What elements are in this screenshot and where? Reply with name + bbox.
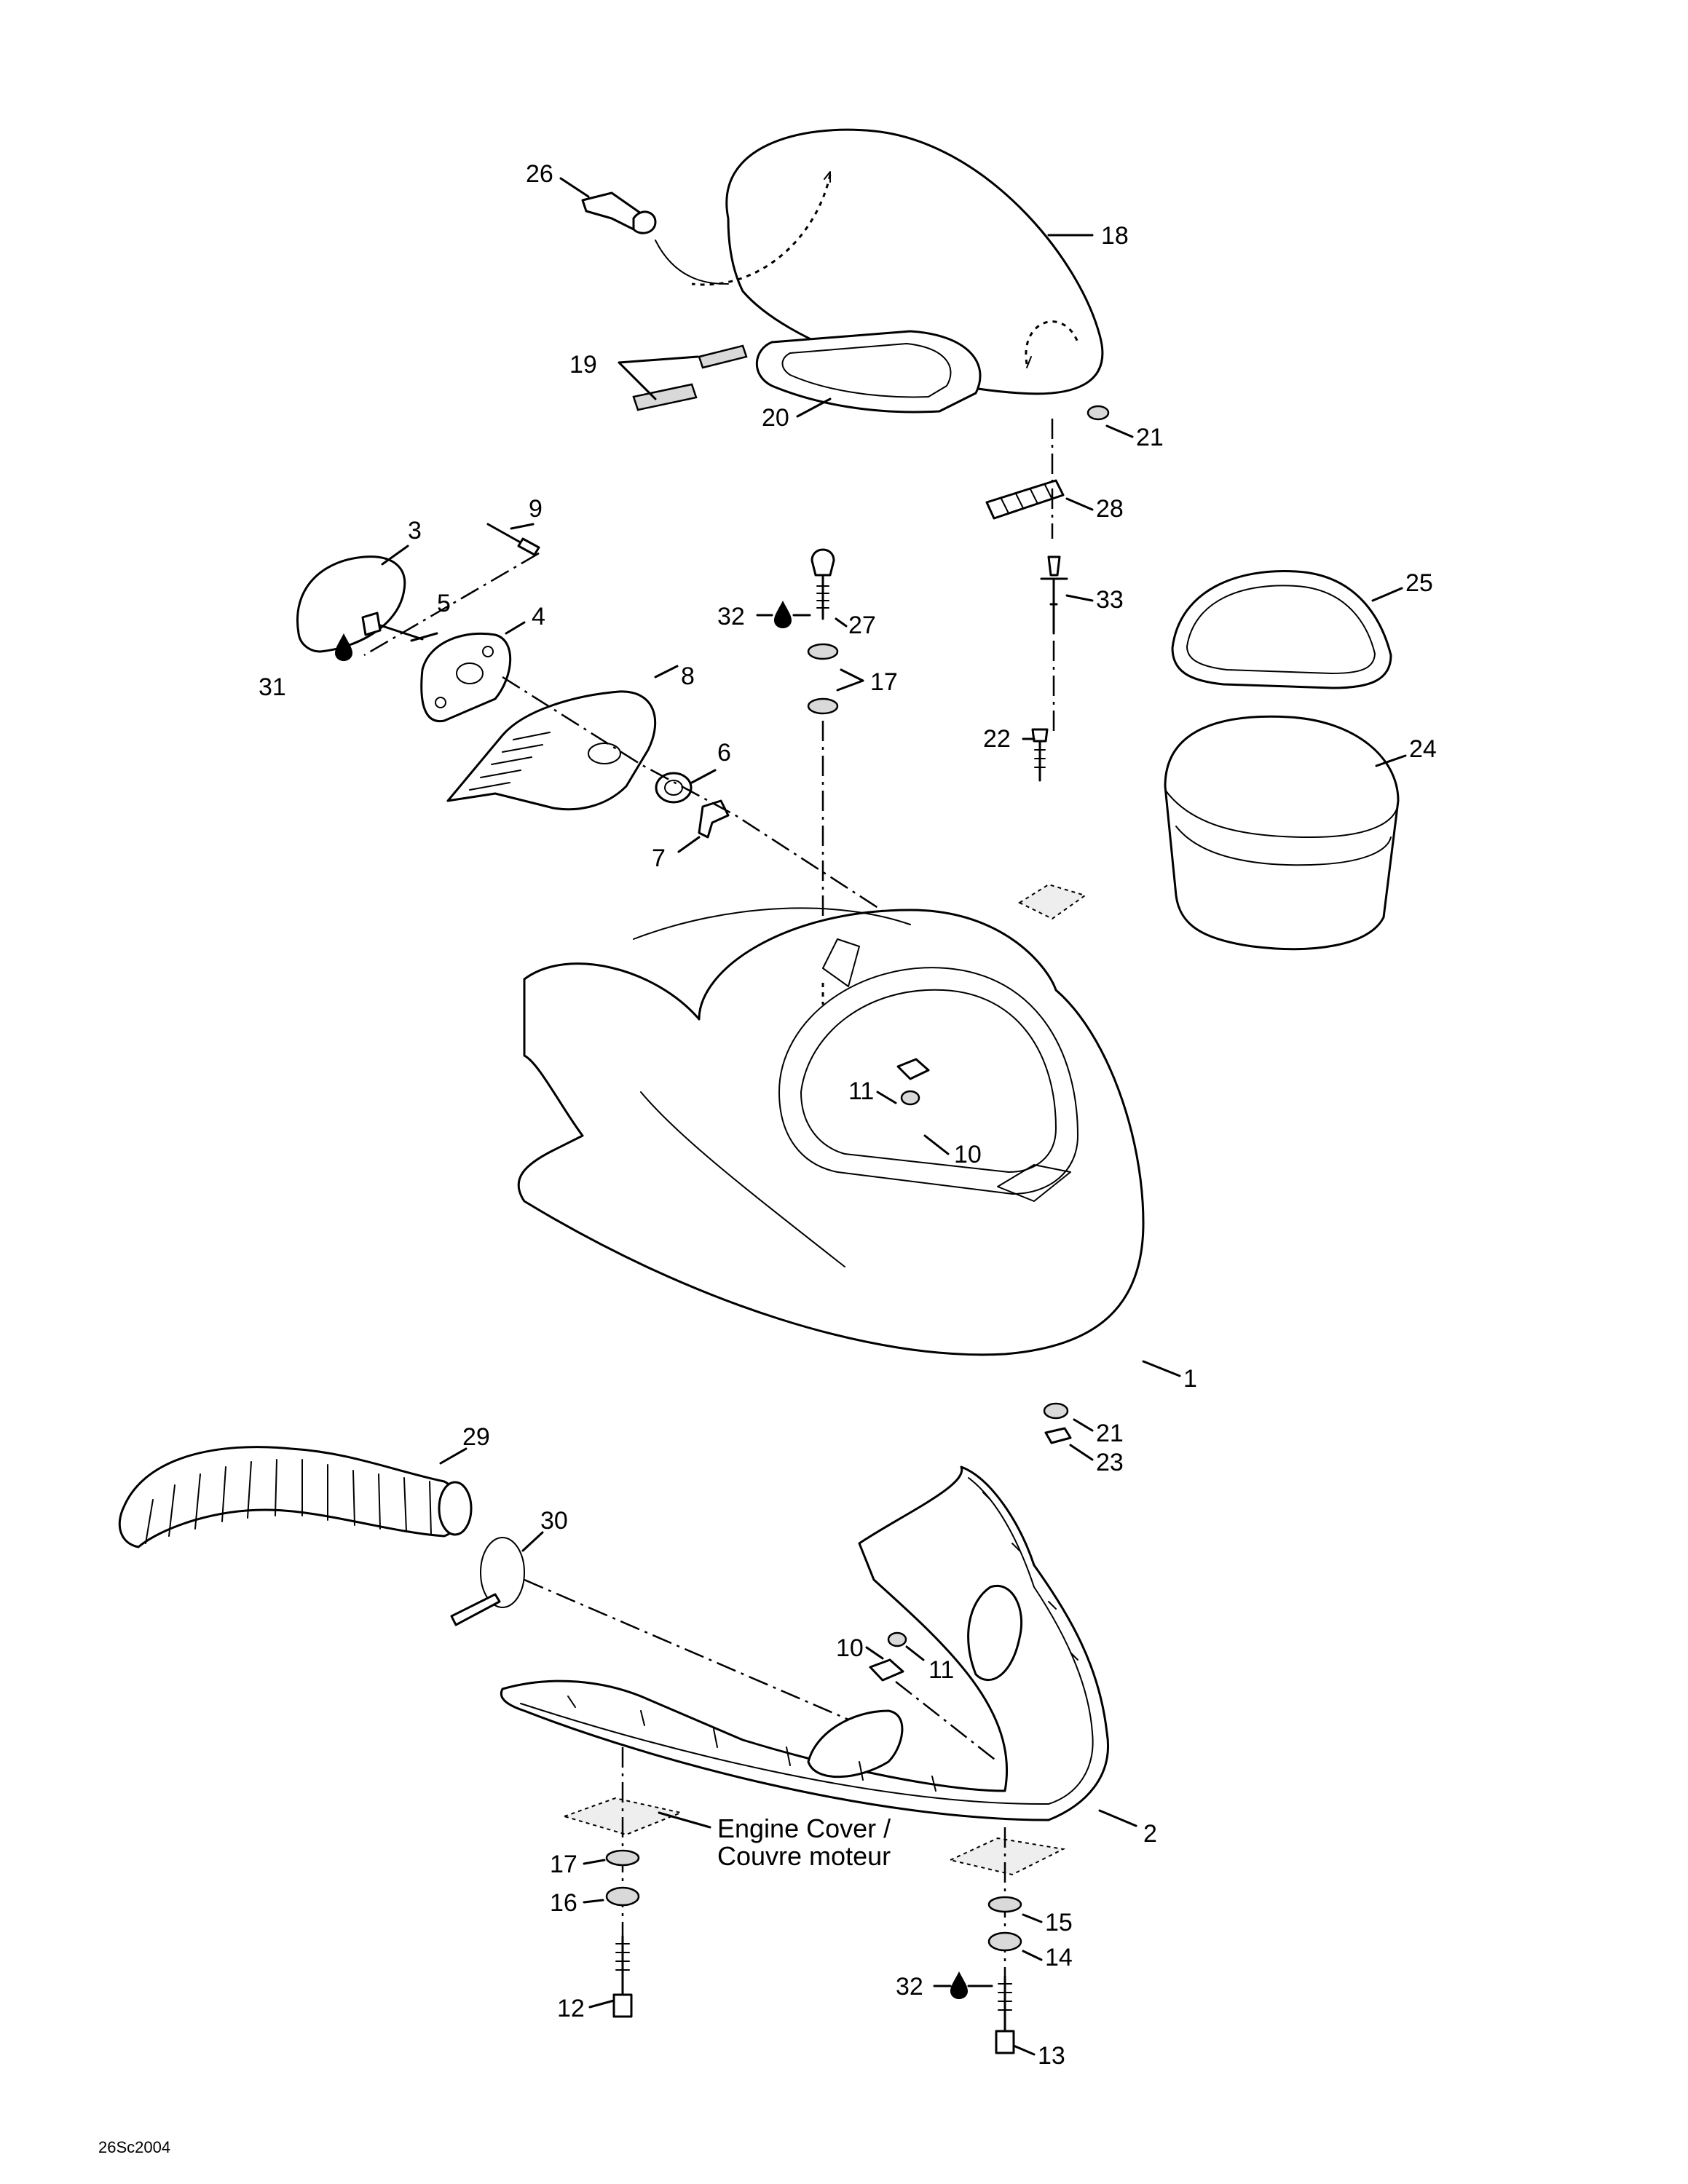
engine-cover-caption-line2: Couvre moteur bbox=[717, 1841, 891, 1871]
callout-17-lower: 17 bbox=[550, 1851, 577, 1878]
callout-15: 15 bbox=[1045, 1909, 1073, 1936]
oil-drop-icon-32-lower bbox=[950, 1971, 968, 1999]
part-17-washer-b bbox=[807, 697, 839, 715]
oil-drop-icon-31 bbox=[335, 633, 352, 661]
callout-9: 9 bbox=[529, 495, 543, 523]
axis-line-cover-nut bbox=[895, 1681, 998, 1762]
callout-23: 23 bbox=[1096, 1449, 1124, 1476]
oil-drop-icon-32-upper bbox=[774, 601, 792, 628]
callout-33: 33 bbox=[1096, 586, 1124, 614]
part-7-clip bbox=[698, 799, 730, 839]
axis-line-vent-2 bbox=[502, 676, 1006, 992]
callout-32-upper: 32 bbox=[717, 603, 745, 630]
callout-11-upper: 11 bbox=[848, 1077, 874, 1105]
callout-31: 31 bbox=[259, 673, 286, 701]
part-20-seat-frame bbox=[755, 330, 982, 414]
callout-6: 6 bbox=[717, 739, 731, 767]
callout-19: 19 bbox=[569, 351, 597, 379]
pad-right bbox=[947, 1837, 1066, 1876]
part-21-washer-lower bbox=[1043, 1402, 1069, 1420]
part-19-strips bbox=[632, 344, 748, 411]
hinge-plate-lower bbox=[1017, 883, 1087, 920]
part-22-screw bbox=[1031, 728, 1049, 782]
callout-21-lower: 21 bbox=[1096, 1420, 1124, 1447]
callout-20: 20 bbox=[762, 404, 789, 432]
part-11-nut-lower bbox=[887, 1631, 907, 1647]
callout-29: 29 bbox=[462, 1423, 490, 1451]
part-6-nut bbox=[655, 772, 693, 804]
part-13-bolt bbox=[995, 1975, 1015, 2054]
callout-16: 16 bbox=[550, 1889, 577, 1917]
callout-10-upper: 10 bbox=[954, 1141, 982, 1168]
part-29-hose bbox=[118, 1446, 473, 1548]
part-15-washer bbox=[987, 1896, 1022, 1913]
callout-32-lower: 32 bbox=[896, 1973, 923, 2001]
part-16-lockwasher bbox=[605, 1886, 640, 1907]
part-9-rivet bbox=[486, 523, 540, 556]
callout-21-top: 21 bbox=[1136, 424, 1164, 451]
part-12-bolt bbox=[612, 1935, 633, 2018]
callout-14: 14 bbox=[1045, 1944, 1073, 1971]
callout-26: 26 bbox=[526, 160, 553, 188]
callout-10-lower: 10 bbox=[836, 1634, 864, 1662]
callout-18: 18 bbox=[1101, 222, 1129, 250]
callout-13: 13 bbox=[1038, 2042, 1065, 2070]
part-17-washer-lower bbox=[605, 1849, 640, 1867]
part-24-storage-bin bbox=[1164, 715, 1400, 951]
callout-28: 28 bbox=[1096, 495, 1124, 523]
part-14-lockwasher bbox=[987, 1931, 1022, 1952]
part-28-hinge bbox=[985, 479, 1065, 520]
part-10-nut-upper bbox=[896, 1058, 930, 1080]
callout-27: 27 bbox=[848, 612, 876, 639]
callout-25: 25 bbox=[1405, 569, 1433, 597]
pad-left bbox=[561, 1797, 684, 1836]
callout-1: 1 bbox=[1183, 1365, 1197, 1393]
part-1-top-deck bbox=[517, 907, 1145, 1356]
callout-24: 24 bbox=[1409, 735, 1437, 763]
callout-2: 2 bbox=[1143, 1820, 1157, 1848]
callout-5: 5 bbox=[437, 590, 451, 617]
callout-4: 4 bbox=[532, 603, 545, 630]
callout-30: 30 bbox=[540, 1507, 568, 1535]
part-27-bolt bbox=[811, 548, 835, 620]
figure-code: 26Sc2004 bbox=[98, 2138, 170, 2156]
part-17-washer-a bbox=[807, 643, 839, 660]
part-5-screw bbox=[361, 612, 424, 641]
part-23-nut bbox=[1044, 1427, 1072, 1444]
part-11-nut-upper bbox=[900, 1090, 920, 1106]
engine-cover-caption-line1: Engine Cover / bbox=[717, 1813, 891, 1843]
part-10-nut-lower bbox=[869, 1658, 904, 1682]
part-8-vent-grille bbox=[446, 690, 657, 811]
callout-22: 22 bbox=[983, 725, 1011, 753]
callout-3: 3 bbox=[408, 517, 422, 545]
part-4-plate bbox=[420, 632, 512, 723]
part-21-washer-top bbox=[1086, 405, 1110, 421]
callout-12: 12 bbox=[557, 1995, 585, 2022]
part-2-engine-cover bbox=[500, 1465, 1109, 1821]
callout-8: 8 bbox=[681, 662, 695, 690]
callout-11-lower: 11 bbox=[928, 1656, 954, 1684]
part-3-cover bbox=[296, 555, 406, 653]
part-25-ring bbox=[1171, 569, 1392, 689]
callout-17-upper: 17 bbox=[870, 668, 898, 696]
part-30-clamp bbox=[450, 1537, 525, 1626]
callout-7: 7 bbox=[652, 844, 666, 872]
leader-lines bbox=[381, 177, 1407, 2056]
axis-line-hose bbox=[524, 1578, 896, 1741]
part-33-rivet bbox=[1040, 555, 1068, 635]
axis-line-vent bbox=[363, 552, 540, 657]
part-18-seat bbox=[691, 128, 1104, 395]
part-26-latch bbox=[581, 191, 729, 285]
